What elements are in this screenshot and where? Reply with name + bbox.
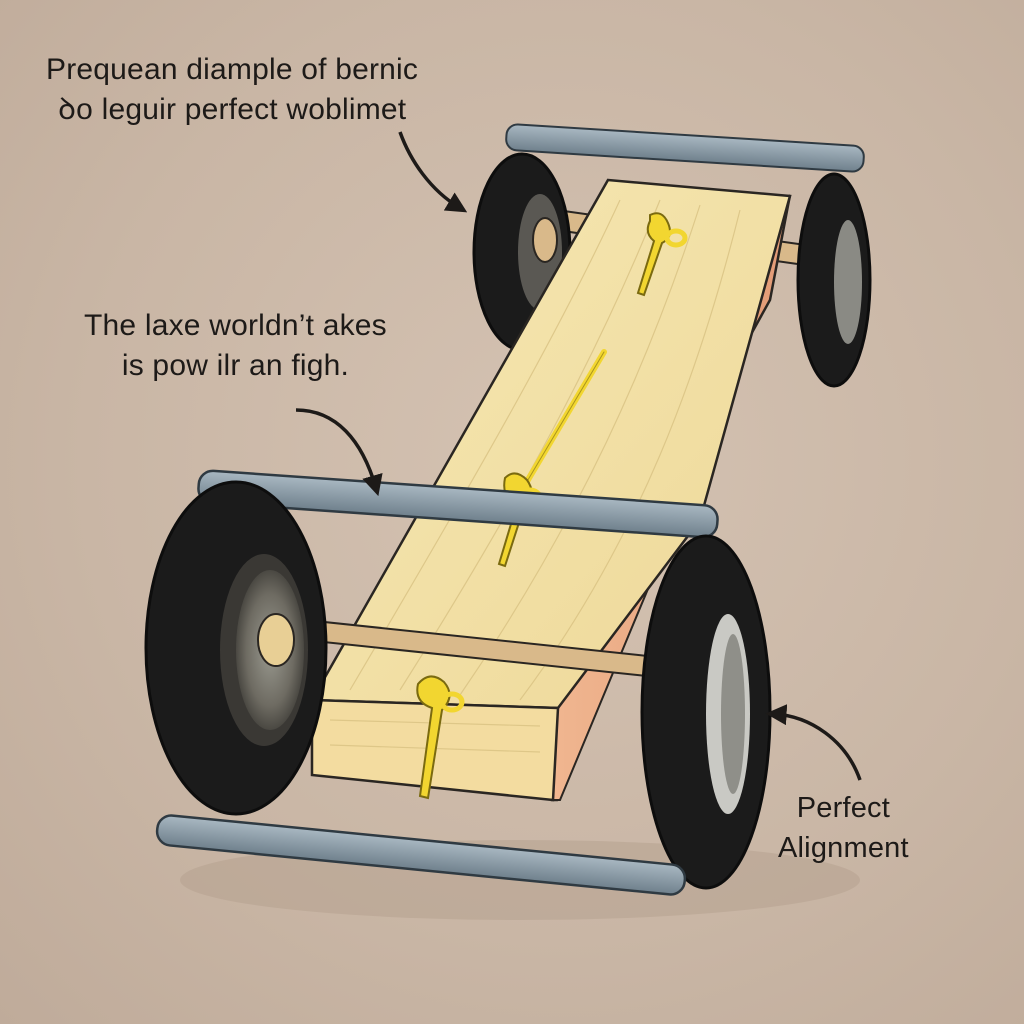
curved-arrow-icon — [398, 131, 468, 213]
callout-right-line-1: Perfect — [796, 792, 891, 824]
callout-middle-line-2: is pow ilr an figh. — [121, 349, 350, 382]
callout-top-line-1: Prequean diample of bernic — [46, 53, 419, 86]
rear-right-wheel — [796, 172, 872, 388]
eye-hook-front — [416, 675, 465, 800]
callout-middle-line-1: The laxe worldn’t akes — [84, 309, 387, 342]
front-left-wheel — [144, 480, 328, 816]
callout-top-text: Prequean diample of bernic ꝺo leguir per… — [46, 50, 418, 130]
loose-axle-rod — [155, 814, 687, 896]
rear-axle-rod — [505, 123, 865, 173]
middle-axle-rod — [197, 469, 719, 539]
callout-right-text: Perfect Alignment — [778, 788, 909, 868]
callout-right-line-2: Alignment — [778, 832, 909, 864]
eye-hook-rear — [636, 212, 688, 297]
front-right-wheel — [640, 534, 772, 890]
callout-top-line-2: ꝺo leguir perfect woblimet — [58, 93, 407, 126]
curved-arrow-icon — [765, 704, 862, 781]
callout-middle-text: The laxe worldn’t akes is pow ilr an fig… — [84, 306, 387, 386]
curved-arrow-icon — [295, 408, 383, 497]
